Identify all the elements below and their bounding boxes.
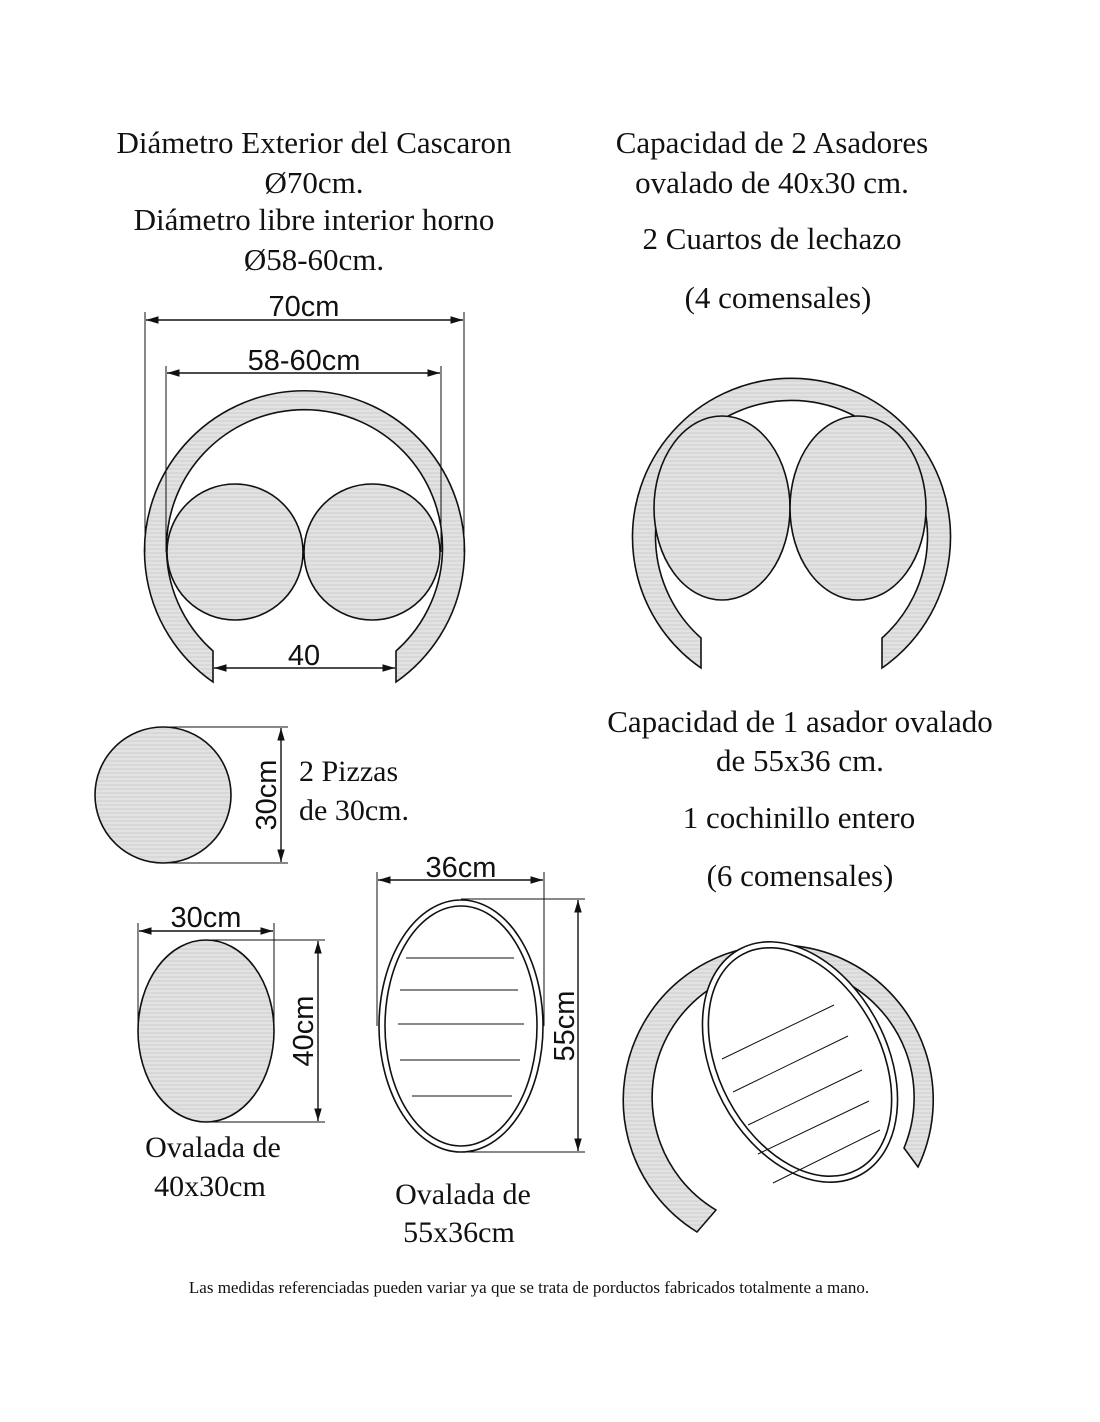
grill-bar [772,1129,881,1184]
footer-note: Las medidas referenciadas pueden variar … [189,1278,869,1297]
capacity-one-line-4: (6 comensales) [707,858,894,893]
small-oval-caption-1: Ovalada de [145,1131,281,1164]
capacity-two-roasters-text: Capacidad de 2 Asadores ovalado de 40x30… [616,125,928,315]
small-oval-roaster: 30cm 40cm Ovalada de 40x30cm [137,902,325,1203]
grill-bar [721,1004,835,1060]
pizza-dim-label: 30cm [251,760,283,831]
oven-shell-3 [622,944,935,1234]
pizza-text-line-1: 2 Pizzas [299,755,398,788]
small-oval-caption-2: 40x30cm [154,1170,266,1203]
dim-label-70: 70cm [269,291,340,323]
large-oval-width-label: 36cm [426,852,497,884]
pizza-text-line-2: de 30cm. [299,794,409,827]
grill-bar [732,1035,849,1093]
tilted-oval-roaster [701,941,899,1183]
capacity-one-line-1: Capacidad de 1 asador ovalado [607,704,993,739]
capacity-two-line-1: Capacidad de 2 Asadores [616,125,928,160]
grill-bar [747,1069,863,1126]
grill-bar [757,1100,870,1155]
roaster-right [789,415,927,601]
main-heading-line-1: Diámetro Exterior del Cascaron [116,125,512,160]
large-oval-grill-bars [398,957,524,1097]
oven-top-view-pizzas: 70cm 58-60cm 40 [143,291,466,684]
large-oval-caption-2: 55x36cm [403,1216,515,1249]
dim-label-mouth: 40 [288,640,320,672]
pizza-circle [94,726,232,864]
oven-top-view-one-roaster [622,941,935,1234]
oven-shell [143,390,466,684]
pizza-detail: 30cm 2 Pizzas de 30cm. [94,726,409,864]
small-oval-width-label: 30cm [171,902,242,934]
dim-label-58: 58-60cm [248,345,361,377]
capacity-two-line-2: ovalado de 40x30 cm. [635,165,909,200]
large-oval-height-label: 55cm [549,991,581,1062]
capacity-one-line-2: de 55x36 cm. [716,743,884,778]
capacity-one-line-3: 1 cochinillo entero [683,800,915,835]
pizza-left [166,483,304,621]
oven-top-view-two-roasters [631,377,952,670]
pizza-right [303,483,441,621]
main-heading: Diámetro Exterior del Cascaron Ø70cm. Di… [116,125,512,277]
main-heading-line-4: Ø58-60cm. [244,242,384,277]
main-heading-line-2: Ø70cm. [264,165,363,200]
main-heading-line-3: Diámetro libre interior horno [134,202,495,237]
capacity-one-roaster-text: Capacidad de 1 asador ovalado de 55x36 c… [607,704,993,893]
large-oval-inner [384,905,538,1147]
roaster-left [653,415,791,601]
small-oval-height-label: 40cm [288,996,320,1067]
tilted-oval-inner [707,946,893,1178]
capacity-two-line-4: (4 comensales) [685,280,872,315]
small-oval [137,939,275,1123]
tilted-oval-grill-bars [721,1004,881,1184]
large-oval-roaster: 36cm 55cm Ovalada de 55x36cm [376,852,585,1249]
large-oval-caption-1: Ovalada de [395,1178,531,1211]
capacity-two-line-3: 2 Cuartos de lechazo [642,221,901,256]
